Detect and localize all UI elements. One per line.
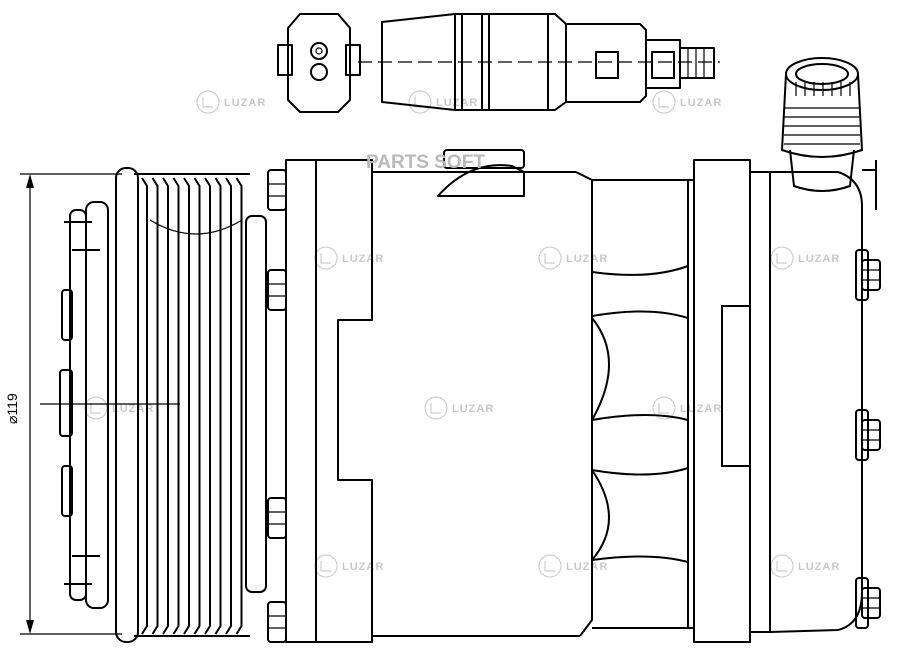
diameter-dimension — [20, 173, 180, 635]
watermark-logo: LUZAR — [408, 90, 478, 114]
front-head-bolts — [267, 169, 287, 643]
watermark-logo: LUZAR — [770, 246, 840, 270]
service-port — [781, 57, 863, 192]
watermark-logo: LUZAR — [538, 554, 608, 578]
bolt-icon — [267, 497, 287, 539]
watermark-text: LUZAR — [566, 561, 608, 573]
compressor-body — [372, 149, 694, 637]
watermark-text: LUZAR — [680, 97, 722, 109]
fitting-icon — [855, 249, 881, 301]
watermark-text: LUZAR — [224, 97, 266, 109]
watermark-logo: LUZAR — [538, 246, 608, 270]
watermark-text: LUZAR — [342, 253, 384, 265]
watermark-logo: LUZAR — [196, 90, 266, 114]
watermark-text: LUZAR — [680, 403, 722, 415]
bolt-icon — [267, 601, 287, 643]
electrical-connector — [277, 13, 720, 113]
clutch-plate — [59, 201, 109, 609]
watermark-text: LUZAR — [452, 403, 494, 415]
overlay-brand: PARTS SOFT — [366, 152, 485, 173]
watermark-logo: LUZAR — [314, 554, 384, 578]
watermark-text: LUZAR — [798, 561, 840, 573]
watermark-logo: LUZAR — [424, 396, 494, 420]
watermark-logo: LUZAR — [652, 90, 722, 114]
rear-head — [693, 159, 877, 643]
front-flange — [285, 159, 373, 643]
fitting-icon — [855, 409, 881, 461]
bolt-icon — [267, 269, 287, 311]
watermark-logo: LUZAR — [314, 246, 384, 270]
watermark-text: LUZAR — [798, 253, 840, 265]
watermark-text: LUZAR — [342, 561, 384, 573]
watermark-logo: LUZAR — [652, 396, 722, 420]
watermark-logo: LUZAR — [770, 554, 840, 578]
watermark-text: LUZAR — [112, 403, 154, 415]
watermark-text: LUZAR — [436, 97, 478, 109]
fitting-icon — [855, 577, 881, 629]
pulley — [115, 167, 267, 643]
bolt-icon — [267, 169, 287, 211]
watermarks: LUZAR LUZAR LUZAR LUZAR LUZAR LUZAR LUZAR LUZAR… — [84, 90, 840, 578]
diameter-label: ⌀119 — [4, 393, 20, 424]
rear-fittings — [855, 249, 881, 629]
watermark-logo: LUZAR — [84, 396, 154, 420]
watermark-text: LUZAR — [566, 253, 608, 265]
